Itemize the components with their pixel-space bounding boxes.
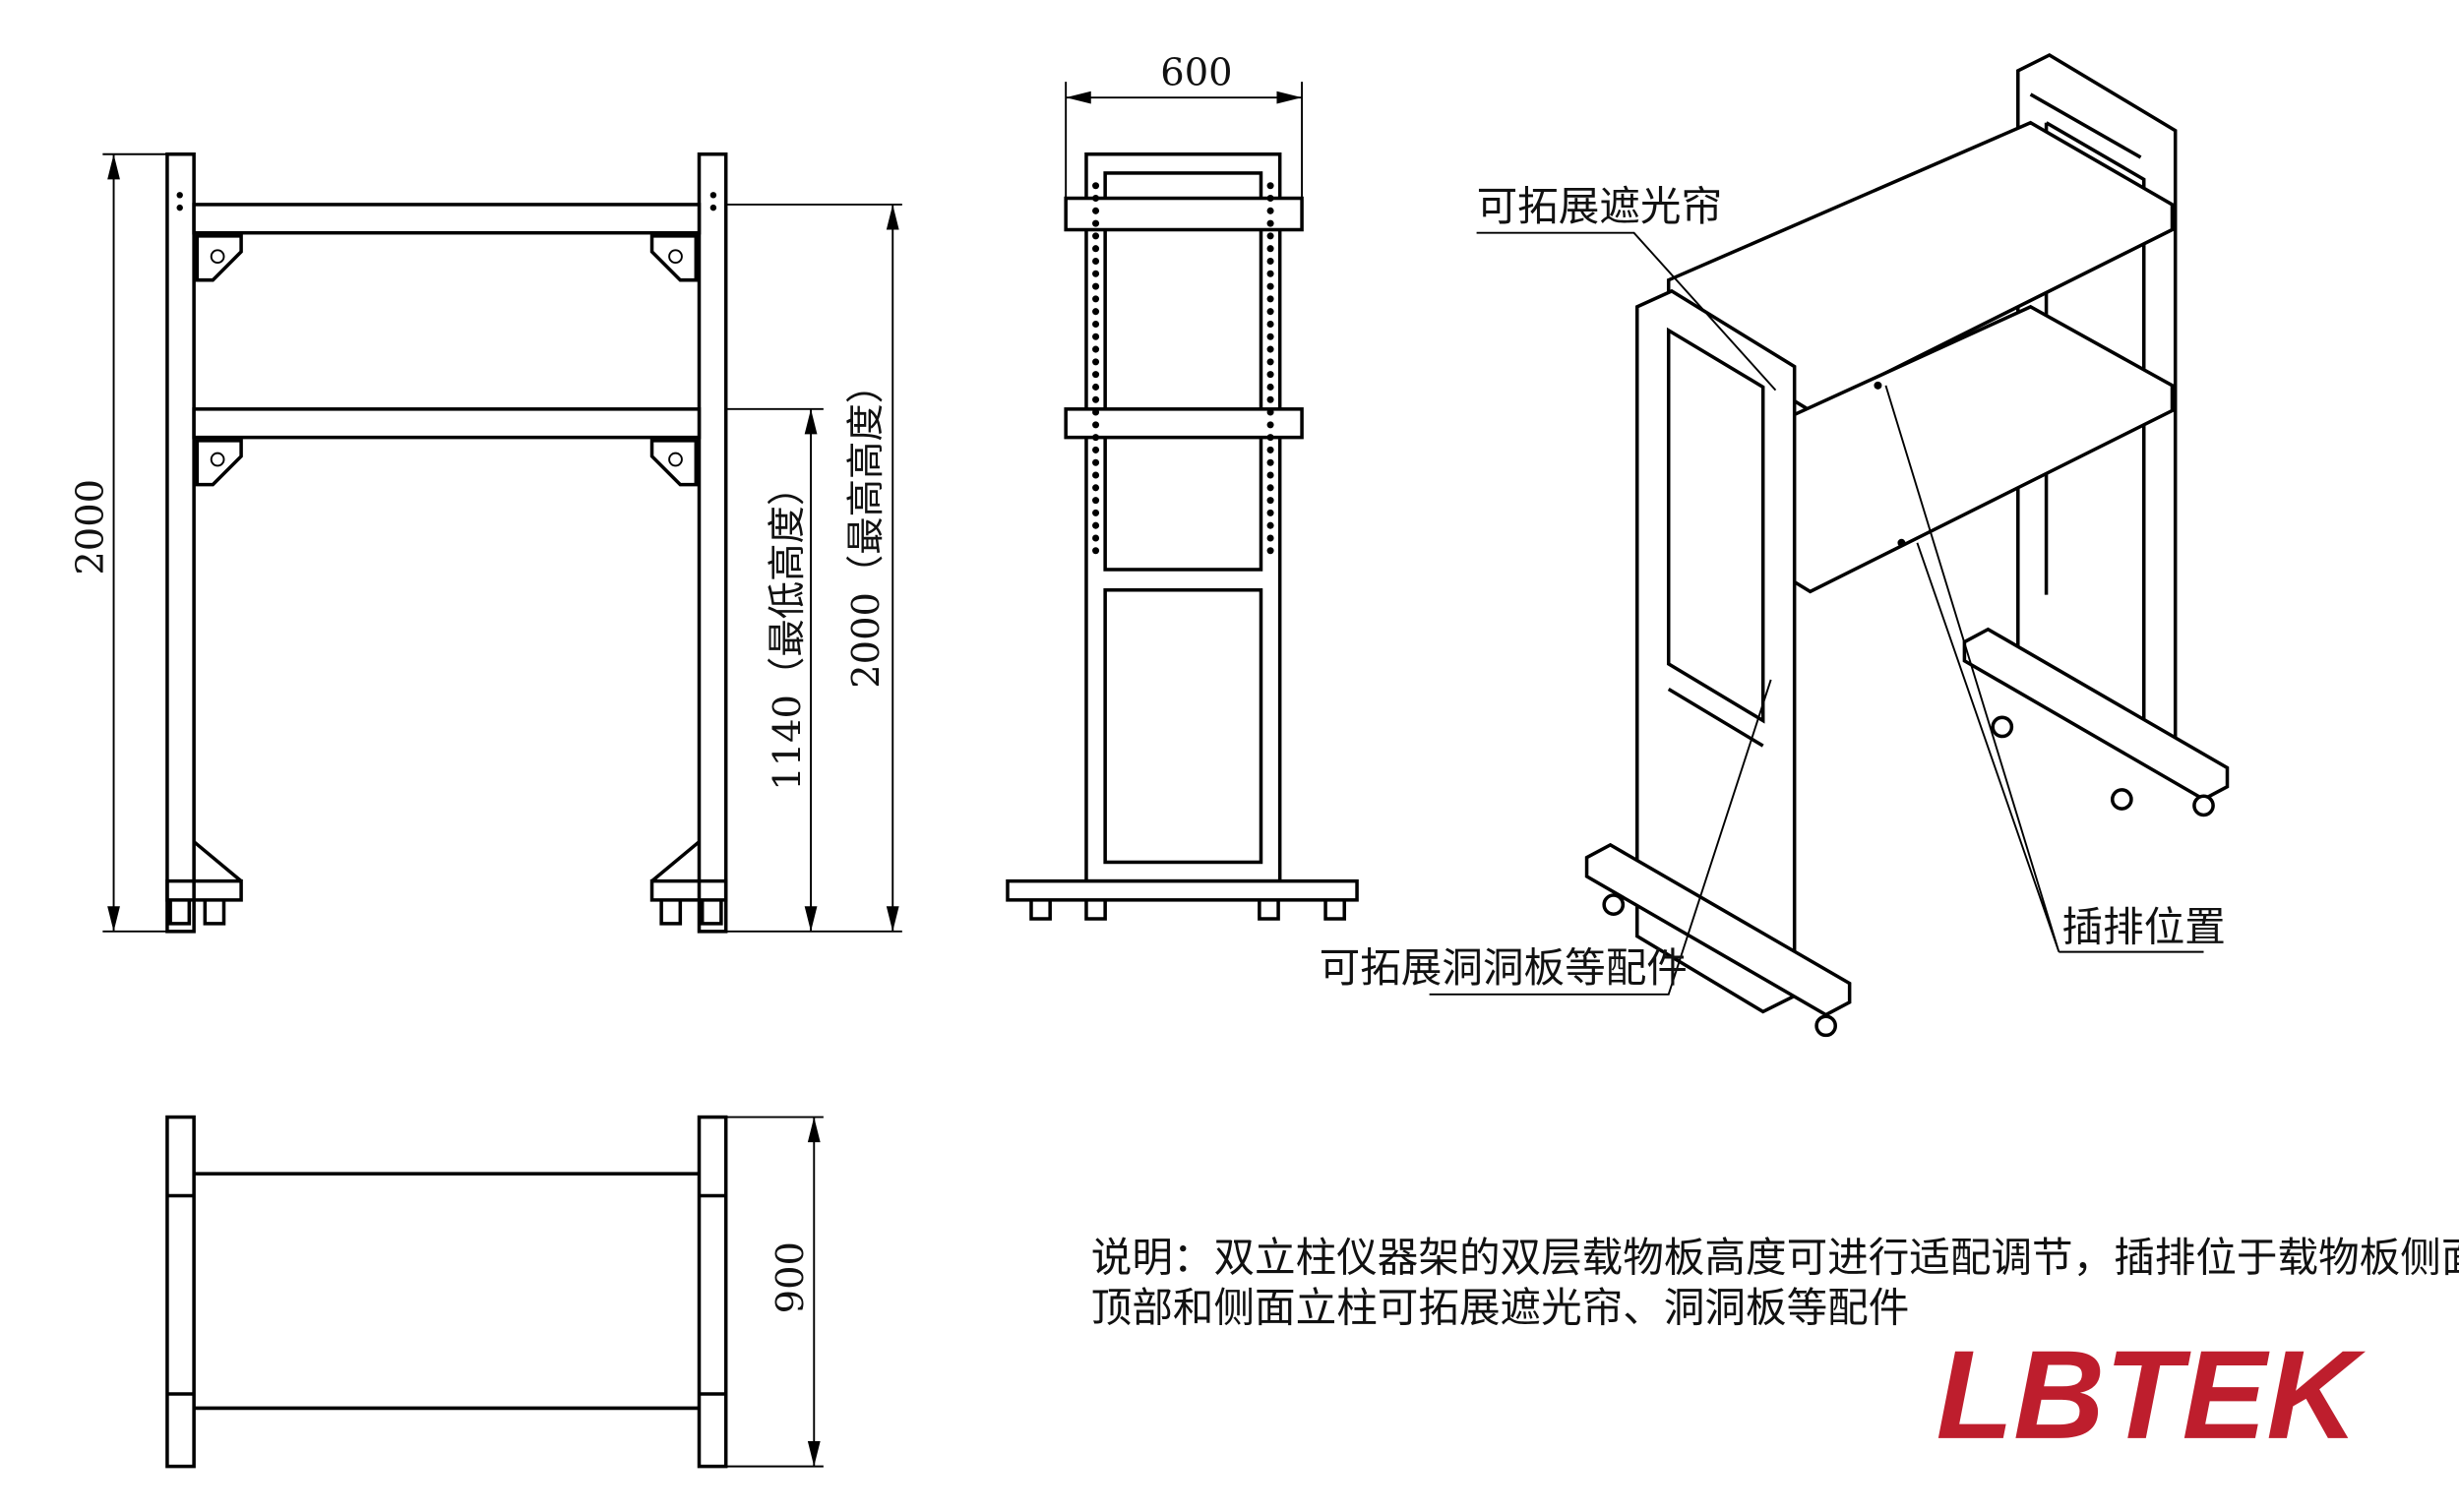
peg-hole — [1266, 295, 1274, 303]
front-view: 2000 1140（最低高度） 2000（最高高度） — [68, 151, 902, 934]
peg-hole — [1092, 446, 1100, 454]
peg-hole — [1266, 257, 1274, 266]
peg-hole — [1092, 547, 1100, 555]
peg-hole — [1266, 358, 1274, 366]
peg-hole — [1092, 219, 1100, 227]
peg-hole — [1092, 434, 1100, 442]
peg-hole — [1266, 383, 1274, 391]
peg-hole — [1266, 345, 1274, 353]
peg-hole — [1092, 408, 1100, 416]
peg-hole — [1266, 521, 1274, 529]
peg-hole — [1092, 232, 1100, 240]
callout-pegboard: 可拓展洞洞板等配件 — [1320, 943, 1688, 992]
peg-hole — [1092, 395, 1100, 403]
peg-hole — [1092, 497, 1100, 505]
dim-min-height: 1140（最低高度） — [766, 468, 810, 791]
peg-hole — [1092, 521, 1100, 529]
callout-power-strip: 插排位置 — [2062, 902, 2226, 950]
dim-top-depth: 900 — [768, 1241, 813, 1313]
peg-hole — [1092, 458, 1100, 466]
peg-hole — [1092, 207, 1100, 214]
peg-hole — [1266, 308, 1274, 316]
isometric-view: 可拓展遮光帘 可拓展洞洞板等配件 插排位置 — [1320, 52, 2230, 1038]
peg-hole — [1266, 270, 1274, 277]
peg-hole — [1266, 421, 1274, 429]
description-line-2: 顶部和侧面立柱可拓展遮光帘、洞洞板等配件 — [1091, 1283, 1910, 1331]
peg-hole — [1266, 547, 1274, 555]
peg-hole — [1266, 458, 1274, 466]
peg-hole — [1266, 182, 1274, 190]
peg-hole — [1092, 358, 1100, 366]
peg-hole — [1266, 195, 1274, 203]
peg-hole — [1266, 497, 1274, 505]
peg-hole — [1092, 471, 1100, 479]
peg-hole — [1266, 408, 1274, 416]
peg-hole — [1266, 232, 1274, 240]
peg-hole — [1092, 257, 1100, 266]
peg-hole — [1266, 434, 1274, 442]
description-line-1: 说明：双立柱仪器架的双层载物板高度可进行适配调节，插排位于载物板侧面， — [1091, 1233, 2459, 1281]
peg-hole — [1092, 484, 1100, 492]
dim-max-height: 2000（最高高度） — [844, 366, 889, 689]
peg-hole — [1266, 320, 1274, 328]
peg-hole — [1092, 182, 1100, 190]
peg-hole — [1092, 270, 1100, 277]
peg-hole — [1092, 333, 1100, 340]
peg-hole — [1092, 195, 1100, 203]
peg-hole — [1266, 219, 1274, 227]
peg-hole — [1092, 295, 1100, 303]
peg-hole — [1092, 534, 1100, 542]
peg-hole — [1266, 484, 1274, 492]
callout-shade-curtain: 可拓展遮光帘 — [1477, 182, 1722, 230]
side-view: 600 — [1006, 50, 1359, 921]
peg-hole — [1092, 383, 1100, 391]
peg-hole — [1092, 509, 1100, 516]
peg-hole — [1266, 534, 1274, 542]
peg-hole — [1266, 509, 1274, 516]
peg-hole — [1266, 395, 1274, 403]
peg-hole — [1092, 308, 1100, 316]
peg-hole — [1092, 421, 1100, 429]
peg-hole — [1092, 371, 1100, 379]
peg-hole — [1266, 446, 1274, 454]
top-view: 900 — [165, 1115, 824, 1469]
peg-hole — [1266, 207, 1274, 214]
peg-hole — [1266, 371, 1274, 379]
dim-front-height: 2000 — [68, 479, 112, 575]
peg-hole — [1092, 320, 1100, 328]
lbtek-logo: LBTEK — [1936, 1325, 2367, 1466]
peg-hole — [1092, 282, 1100, 290]
peg-hole — [1092, 345, 1100, 353]
peg-hole — [1092, 245, 1100, 253]
peg-hole — [1266, 245, 1274, 253]
peg-hole — [1266, 333, 1274, 340]
peg-hole — [1266, 471, 1274, 479]
peg-hole — [1266, 282, 1274, 290]
dim-side-width: 600 — [1160, 50, 1232, 94]
